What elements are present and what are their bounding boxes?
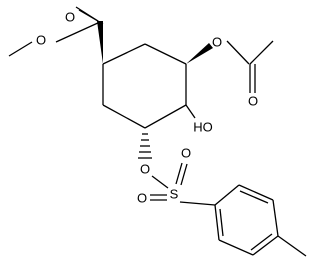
sulfonyl-oxygen-top: O <box>181 146 191 161</box>
bond-s-o-top-2 <box>180 163 188 186</box>
hydroxyl-label: HO <box>193 120 213 135</box>
bond-arene-1 <box>214 184 240 206</box>
cyclohexane-ring <box>102 43 187 129</box>
bond-s-o-top-1 <box>175 162 183 185</box>
hydroxyl-group: HO <box>185 104 213 135</box>
bond-carbonyl-2 <box>78 9 104 25</box>
bond-arene-inner-1 <box>239 190 269 204</box>
bond-arene-inner-3 <box>219 208 224 237</box>
bond-ring-1 <box>102 43 146 65</box>
bond-s-aryl <box>179 201 216 206</box>
bond-acetoxy-c <box>226 40 250 65</box>
bond-arene-5 <box>218 239 254 256</box>
bond-arene-3 <box>272 199 279 237</box>
bond-ester-o <box>55 21 101 43</box>
tosyloxy-oxygen: O <box>140 162 150 177</box>
bond-acetyl-methyl <box>249 40 274 65</box>
methyl-ester-group: O O <box>8 6 104 64</box>
bond-o-s <box>151 175 169 189</box>
bond-ring-2 <box>144 43 187 65</box>
tosyloxy-group: O S O O <box>137 133 216 206</box>
ester-carbonyl-oxygen: O <box>65 10 75 25</box>
bond-arene-inner-2 <box>250 233 273 251</box>
benzene-ring <box>214 184 307 257</box>
sulfonyl-oxygen-left: O <box>137 191 147 206</box>
acetoxy-group: O O <box>186 35 274 109</box>
wedge-bond-acetoxy <box>186 43 213 64</box>
bond-aryl-methyl <box>277 235 307 257</box>
acetyl-carbonyl-oxygen: O <box>248 94 258 109</box>
ester-methoxy-oxygen: O <box>36 33 46 48</box>
bond-ring-5 <box>102 104 146 129</box>
bond-methoxy <box>8 41 33 57</box>
acetoxy-oxygen: O <box>212 35 222 50</box>
bond-arene-2 <box>238 184 274 201</box>
bond-arene-6 <box>214 204 220 241</box>
hashed-bond-tosyloxy <box>138 133 152 159</box>
wedge-bond-ester <box>97 21 103 64</box>
sulfur-atom: S <box>170 187 179 202</box>
bond-hydroxyl <box>185 104 196 119</box>
bond-arene-4 <box>252 235 279 256</box>
bond-ring-4 <box>144 104 187 129</box>
